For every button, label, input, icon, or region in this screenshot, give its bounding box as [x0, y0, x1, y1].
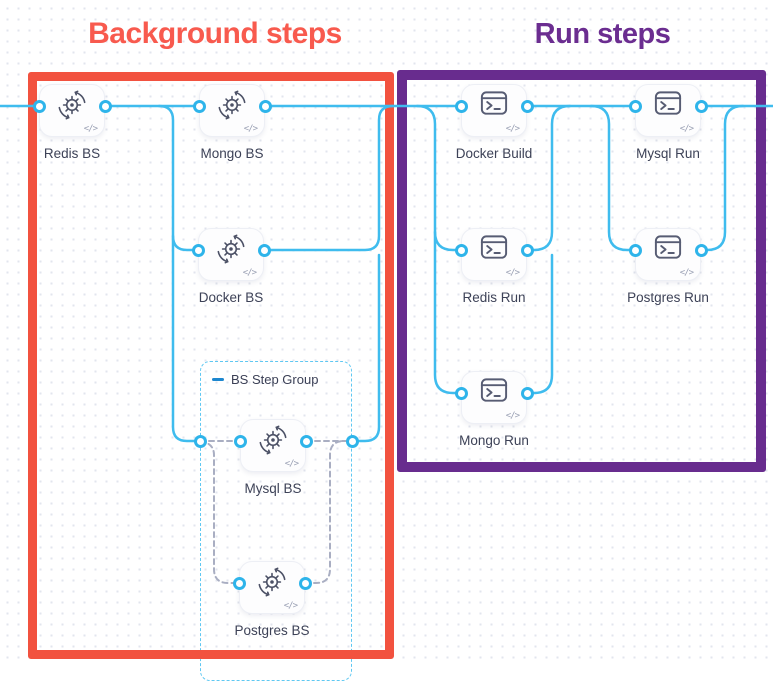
- code-icon: </>: [242, 268, 257, 278]
- port-out-docker-bs[interactable]: [257, 243, 271, 257]
- background-steps-frame: [28, 72, 394, 659]
- node-label-mongo-bs: Mongo BS: [200, 146, 264, 161]
- background-service-gear-sync-icon: [58, 90, 86, 120]
- collapse-dash-icon[interactable]: [212, 378, 224, 381]
- background-service-gear-sync-icon: [258, 567, 286, 597]
- terminal-icon: [654, 91, 682, 115]
- node-card-mysql-bs[interactable]: </>: [240, 419, 306, 472]
- bs-step-group-header: BS Step Group: [212, 372, 318, 387]
- code-icon: </>: [284, 459, 299, 469]
- node-label-postgres-bs: Postgres BS: [234, 623, 310, 638]
- port-in-bs-step-group[interactable]: [193, 434, 207, 448]
- code-icon: </>: [679, 268, 694, 278]
- port-in-mongo-run[interactable]: [454, 386, 468, 400]
- group-label: BS Step Group: [231, 372, 319, 387]
- node-label-redis-bs: Redis BS: [43, 146, 101, 161]
- node-card-mongo-bs[interactable]: </>: [199, 84, 265, 137]
- node-card-postgres-bs[interactable]: </>: [239, 561, 305, 614]
- port-out-mongo-run[interactable]: [520, 386, 534, 400]
- node-label-redis-run: Redis Run: [462, 290, 526, 305]
- port-out-docker-build[interactable]: [520, 99, 534, 113]
- run-steps-title: Run steps: [534, 18, 671, 50]
- code-icon: </>: [243, 124, 258, 134]
- port-out-redis-bs[interactable]: [98, 99, 112, 113]
- terminal-icon: [480, 378, 508, 402]
- port-out-postgres-bs[interactable]: [298, 576, 312, 590]
- port-out-bs-step-group[interactable]: [345, 434, 359, 448]
- node-card-redis-bs[interactable]: </>: [39, 84, 105, 137]
- port-in-mysql-bs[interactable]: [233, 434, 247, 448]
- port-out-mysql-bs[interactable]: [299, 434, 313, 448]
- node-card-postgres-run[interactable]: </>: [635, 228, 701, 281]
- background-service-gear-sync-icon: [259, 425, 287, 455]
- run-steps-frame: [397, 70, 766, 472]
- code-icon: </>: [679, 124, 694, 134]
- port-in-docker-build[interactable]: [454, 99, 468, 113]
- code-icon: </>: [283, 601, 298, 611]
- node-label-mysql-bs: Mysql BS: [244, 481, 302, 496]
- port-in-postgres-bs[interactable]: [232, 576, 246, 590]
- node-card-docker-bs[interactable]: </>: [198, 228, 264, 281]
- node-card-mysql-run[interactable]: </>: [635, 84, 701, 137]
- port-in-docker-bs[interactable]: [191, 243, 205, 257]
- background-steps-title: Background steps: [88, 17, 342, 50]
- code-icon: </>: [505, 411, 520, 421]
- node-label-mongo-run: Mongo Run: [459, 433, 529, 448]
- background-service-gear-sync-icon: [218, 90, 246, 120]
- port-in-postgres-run[interactable]: [628, 243, 642, 257]
- code-icon: </>: [505, 124, 520, 134]
- node-label-docker-build: Docker Build: [455, 146, 533, 161]
- port-in-mysql-run[interactable]: [628, 99, 642, 113]
- port-in-redis-bs[interactable]: [32, 99, 46, 113]
- code-icon: </>: [83, 124, 98, 134]
- terminal-icon: [480, 91, 508, 115]
- port-out-mongo-bs[interactable]: [258, 99, 272, 113]
- node-card-mongo-run[interactable]: </>: [461, 371, 527, 424]
- terminal-icon: [654, 235, 682, 259]
- node-card-docker-build[interactable]: </>: [461, 84, 527, 137]
- background-service-gear-sync-icon: [217, 234, 245, 264]
- port-out-postgres-run[interactable]: [694, 243, 708, 257]
- node-label-docker-bs: Docker BS: [198, 290, 264, 305]
- node-card-redis-run[interactable]: </>: [461, 228, 527, 281]
- port-in-redis-run[interactable]: [454, 243, 468, 257]
- port-in-mongo-bs[interactable]: [192, 99, 206, 113]
- terminal-icon: [480, 235, 508, 259]
- code-icon: </>: [505, 268, 520, 278]
- node-label-postgres-run: Postgres Run: [627, 290, 709, 305]
- node-label-mysql-run: Mysql Run: [636, 146, 700, 161]
- port-out-mysql-run[interactable]: [694, 99, 708, 113]
- port-out-redis-run[interactable]: [520, 243, 534, 257]
